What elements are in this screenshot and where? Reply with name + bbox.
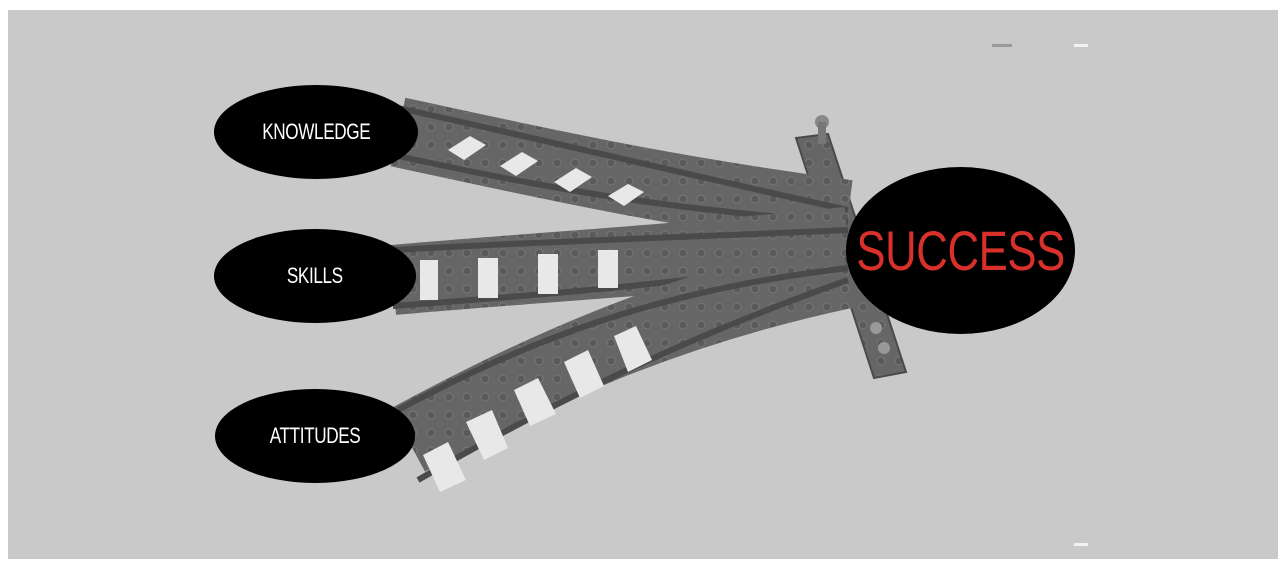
track-knowledge <box>398 108 848 222</box>
attitudes-node: ATTITUDES <box>215 389 415 483</box>
skills-label: SKILLS <box>287 263 343 289</box>
success-label: SUCCESS <box>856 218 1064 283</box>
railway-junction-illustration <box>8 10 1278 559</box>
skills-node: SKILLS <box>214 229 416 323</box>
success-node: SUCCESS <box>846 167 1075 334</box>
knowledge-label: KNOWLEDGE <box>262 119 370 145</box>
knowledge-node: KNOWLEDGE <box>214 85 418 179</box>
attitudes-label: ATTITUDES <box>270 423 361 449</box>
diagram-canvas: KNOWLEDGE SKILLS ATTITUDES SUCCESS <box>8 10 1278 559</box>
